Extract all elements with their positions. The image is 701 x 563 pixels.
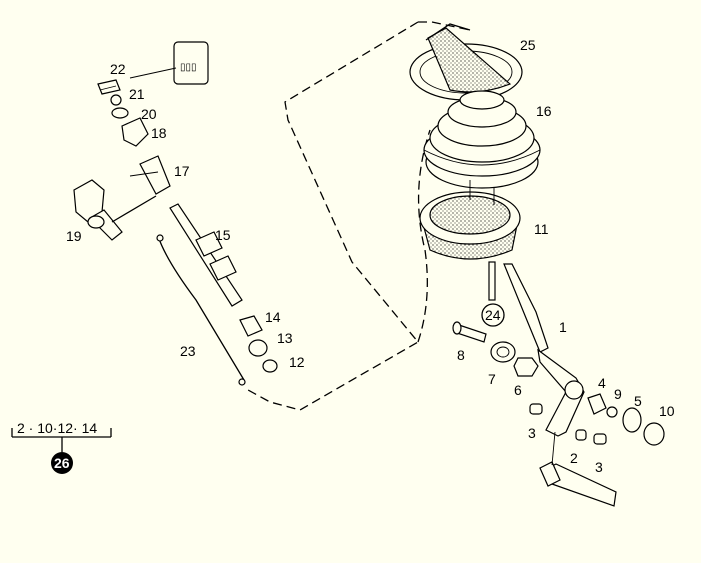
label-5: 5 (634, 393, 642, 409)
label-13: 13 (277, 330, 293, 346)
handle-part (73, 179, 123, 241)
label-1: 1 (559, 319, 567, 335)
label-3b: 3 (595, 459, 603, 475)
label-2: 2 (570, 450, 578, 466)
kit-badge-label: 26 (54, 455, 70, 471)
sleeve-part (129, 155, 171, 195)
label-18: 18 (151, 125, 167, 141)
bush-part (490, 341, 516, 363)
shift-pattern-plate: ▯▯▯ (173, 41, 209, 85)
pin-part (488, 261, 496, 301)
kit-badge (51, 452, 73, 474)
washer-nut-parts (239, 315, 278, 373)
knob-part (121, 117, 149, 147)
bellows-boot (423, 90, 541, 189)
label-3a: 3 (528, 425, 536, 441)
label-20: 20 (141, 106, 157, 122)
svg-text:▯▯▯: ▯▯▯ (180, 62, 197, 73)
label-22: 22 (110, 61, 126, 77)
spring-parts (110, 94, 129, 119)
label-24-circle: 24 (481, 303, 505, 327)
label-4: 4 (598, 375, 606, 391)
bushing-parts (529, 393, 665, 446)
label-12: 12 (289, 354, 305, 370)
nut-part (513, 357, 539, 377)
bolt-part (452, 321, 487, 343)
cable-part (156, 234, 246, 386)
label-23: 23 (180, 343, 196, 359)
label-21: 21 (129, 86, 145, 102)
assembly-dashed-outline (247, 21, 471, 411)
gear-lever-boot (409, 23, 523, 101)
label-15: 15 (215, 227, 231, 243)
kit-text: 2 · 10·12· 14 (17, 420, 97, 436)
shift-rod (111, 195, 243, 307)
label-6: 6 (514, 382, 522, 398)
label-19: 19 (66, 228, 82, 244)
label-25: 25 (520, 37, 536, 53)
lever-housing (419, 180, 521, 260)
label-16: 16 (536, 103, 552, 119)
gear-lever (503, 263, 617, 507)
label-7: 7 (488, 371, 496, 387)
label-14: 14 (265, 309, 281, 325)
kit-bracket: 2 · 10·12· 14 26 (11, 420, 112, 474)
label-17: 17 (174, 163, 190, 179)
label-24: 24 (485, 307, 501, 323)
clip-part (97, 79, 121, 95)
label-11: 11 (534, 221, 549, 237)
label-10: 10 (659, 403, 675, 419)
label-9: 9 (614, 386, 622, 402)
label-8: 8 (457, 347, 465, 363)
